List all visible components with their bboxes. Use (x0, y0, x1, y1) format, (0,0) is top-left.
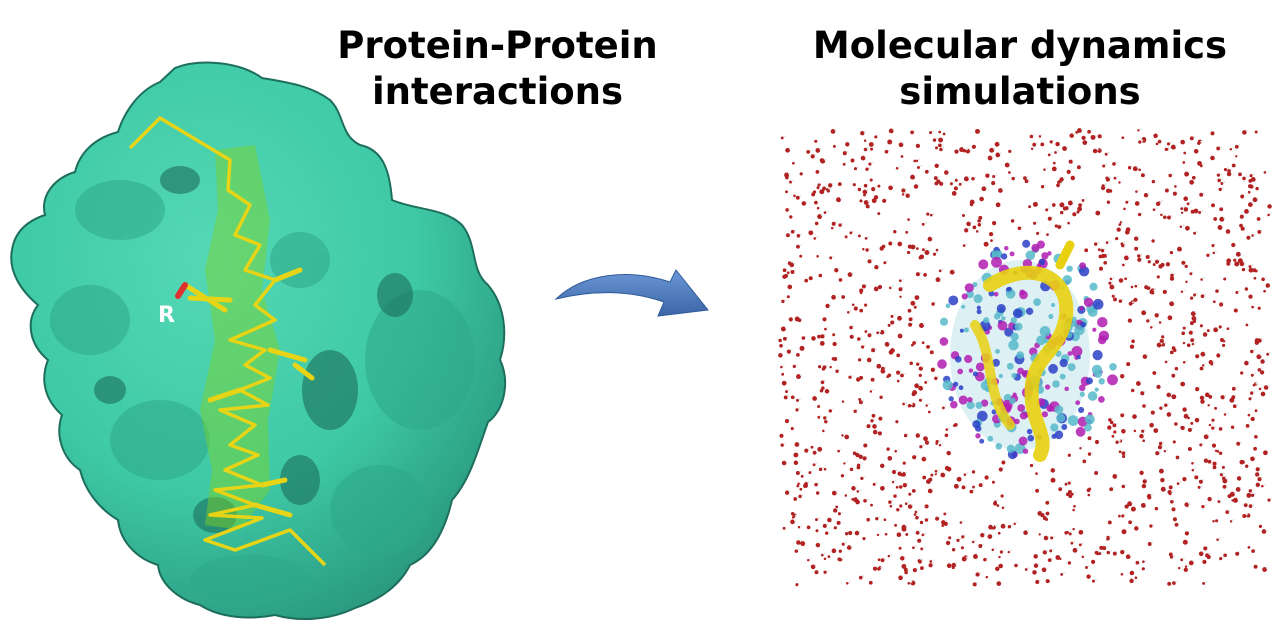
right-title-line-2: simulations (899, 70, 1141, 113)
binding-groove (200, 145, 280, 530)
arginine-tip (175, 282, 188, 299)
left-title: Protein-Protein interactions (300, 23, 695, 115)
peptide-backbone (128, 116, 327, 567)
right-title-line-1: Molecular dynamics (812, 24, 1228, 67)
protein-protein-interaction-image: R (0, 60, 520, 622)
process-arrow (552, 262, 712, 322)
solvated-protein (936, 238, 1120, 462)
protein-surface-illustration: R (10, 61, 507, 621)
left-title-line-1: Protein-Protein (337, 24, 658, 67)
surface-cavities (94, 166, 413, 533)
surface-shading (50, 180, 475, 605)
water-molecules (778, 127, 1273, 587)
water-box-illustration (778, 127, 1273, 587)
residue-label: R (158, 303, 175, 328)
left-title-line-2: interactions (371, 70, 624, 113)
md-simulation-image (770, 125, 1280, 595)
curved-arrow-icon (554, 269, 709, 317)
right-title: Molecular dynamics simulations (760, 23, 1280, 115)
arginine-side-chain (182, 282, 228, 313)
curved-arrow-shape (554, 269, 709, 317)
